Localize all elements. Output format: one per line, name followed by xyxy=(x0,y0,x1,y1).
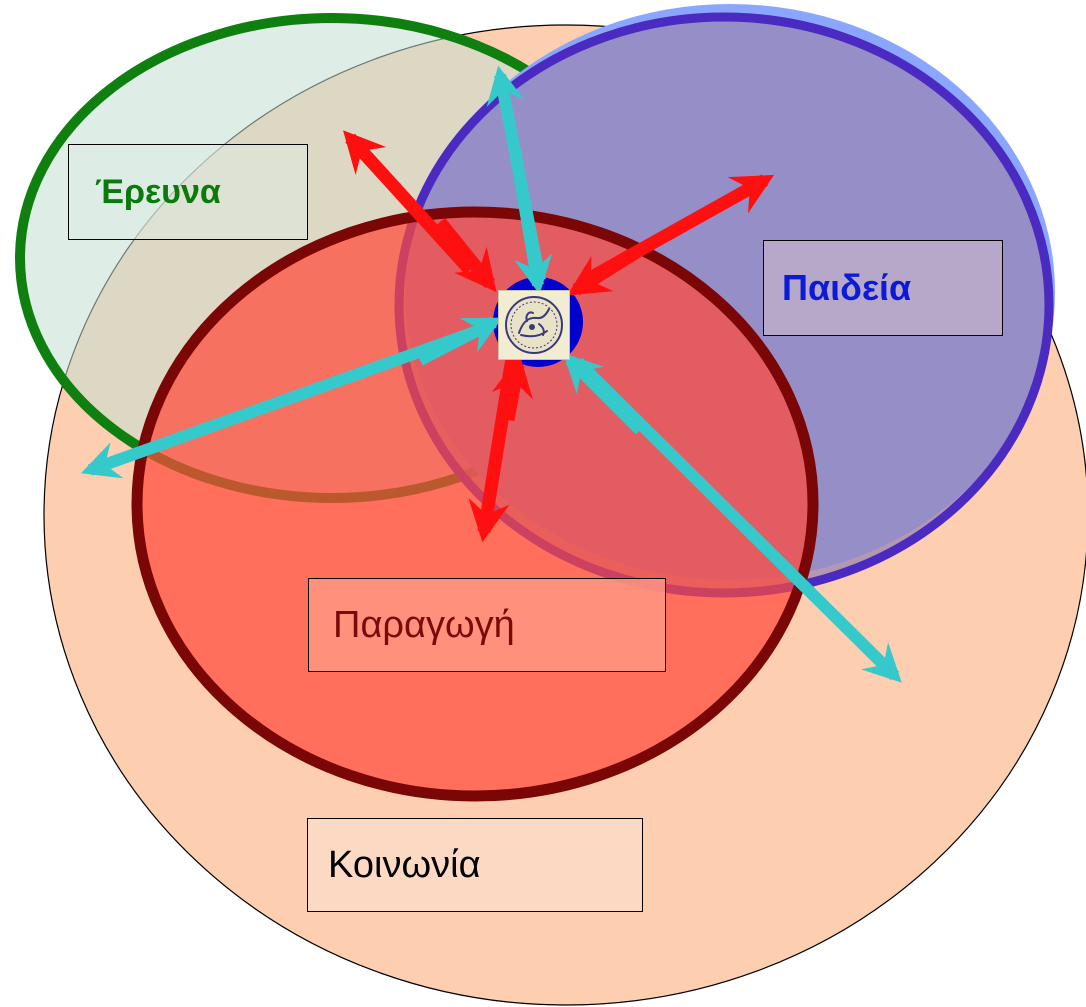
cyan-arrow-in-1 xyxy=(509,148,553,295)
society-label: Κοινωνία xyxy=(328,843,481,886)
cyan-arrow-left xyxy=(80,322,489,479)
cyan-arrow-in-2 xyxy=(417,316,503,366)
production-ellipse xyxy=(131,206,819,802)
production-label: Παραγωγή xyxy=(333,603,515,646)
education-label: Παιδεία xyxy=(782,267,912,308)
education-label-box: Παιδεία xyxy=(763,240,1003,336)
research-label: Έρευνα xyxy=(95,172,221,211)
red-arrow-in-2 xyxy=(567,244,644,296)
institution-seal-icon xyxy=(498,290,570,360)
red-arrow-in-1 xyxy=(434,217,497,293)
red-arrow-in-3 xyxy=(491,354,533,422)
society-label-box: Κοινωνία xyxy=(307,818,643,912)
research-label-box: Έρευνα xyxy=(68,144,308,240)
production-label-box: Παραγωγή xyxy=(308,578,666,672)
red-arrow-up-left xyxy=(343,130,475,275)
cyan-arrows xyxy=(80,65,902,683)
red-inward-arrows xyxy=(434,217,644,422)
cyan-arrow-in-3 xyxy=(563,353,645,435)
